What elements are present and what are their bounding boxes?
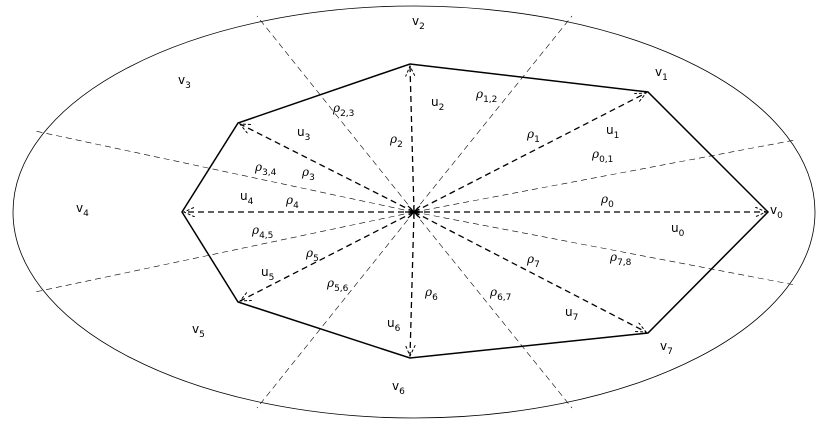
region-labels: v0 v1 v2 v3 v4 v5 v6 v7 xyxy=(76,14,783,397)
region-label-v7: v7 xyxy=(660,339,673,357)
sector-boundaries xyxy=(34,15,796,409)
boundary-ray-2-3 xyxy=(256,15,415,213)
region-label-v6: v6 xyxy=(392,379,405,397)
boundary-ray-0-1 xyxy=(413,139,796,213)
region-label-v3: v3 xyxy=(178,73,191,91)
boundary-label-rho45: ρ4,5 xyxy=(251,223,273,241)
vector-u3 xyxy=(240,124,415,213)
vector-label-u0: u0 xyxy=(671,221,685,239)
region-label-v2: v2 xyxy=(412,14,425,32)
vector-label-u7: u7 xyxy=(565,305,578,323)
boundary-label-rho01: ρ0,1 xyxy=(591,147,613,165)
vector-label-u1: u1 xyxy=(606,123,619,141)
radius-label-rho1: ρ1 xyxy=(526,127,540,145)
vector-labels: u0 u1 u2 u3 u4 u5 u6 u7 xyxy=(240,95,685,334)
radius-label-rho5: ρ5 xyxy=(305,246,319,264)
vector-label-u2: u2 xyxy=(431,95,444,113)
boundary-label-rho67: ρ6,7 xyxy=(489,285,511,303)
octagon xyxy=(181,63,770,359)
boundary-label-rho12: ρ1,2 xyxy=(475,87,497,105)
boundary-ray-3-4 xyxy=(34,130,415,213)
center-point xyxy=(405,205,423,219)
outer-ellipse xyxy=(12,5,816,419)
vector-u6 xyxy=(410,211,414,356)
vector-label-u4: u4 xyxy=(240,189,254,207)
radius-labels: ρ0 ρ1 ρ2 ρ3 ρ4 ρ5 ρ6 ρ7 xyxy=(285,127,614,303)
radius-label-rho6: ρ6 xyxy=(424,285,438,303)
region-label-v5: v5 xyxy=(192,322,205,340)
radius-label-rho3: ρ3 xyxy=(301,165,315,183)
boundary-label-rho78: ρ7,8 xyxy=(609,250,632,268)
region-label-v1: v1 xyxy=(655,65,668,83)
region-label-v4: v4 xyxy=(76,201,89,219)
radius-label-rho4: ρ4 xyxy=(285,193,299,211)
vector-label-u6: u6 xyxy=(387,316,401,334)
vector-u1 xyxy=(413,93,646,213)
boundary-ray-7-8 xyxy=(413,211,796,286)
boundary-label-rho34: ρ3,4 xyxy=(254,160,277,178)
vector-u7 xyxy=(413,211,646,332)
radius-label-rho7: ρ7 xyxy=(526,252,540,270)
boundary-ray-4-5 xyxy=(34,211,415,293)
boundary-labels: ρ0,1 ρ1,2 ρ2,3 ρ3,4 ρ4,5 ρ5,6 ρ6,7 ρ7,8 xyxy=(251,87,632,303)
vector-label-u3: u3 xyxy=(297,125,310,143)
vector-u2 xyxy=(410,66,414,213)
radius-label-rho0: ρ0 xyxy=(600,192,614,210)
boundary-label-rho23: ρ2,3 xyxy=(332,101,354,119)
vector-u5 xyxy=(240,211,415,301)
boundary-ray-5-6 xyxy=(256,211,415,409)
boundary-label-rho56: ρ5,6 xyxy=(326,276,349,294)
boundary-ray-6-7 xyxy=(413,211,573,409)
vector-label-u5: u5 xyxy=(261,265,274,283)
region-label-v0: v0 xyxy=(770,203,783,221)
vectors xyxy=(184,66,766,356)
radius-label-rho2: ρ2 xyxy=(389,132,403,150)
boundary-ray-1-2 xyxy=(413,15,573,213)
